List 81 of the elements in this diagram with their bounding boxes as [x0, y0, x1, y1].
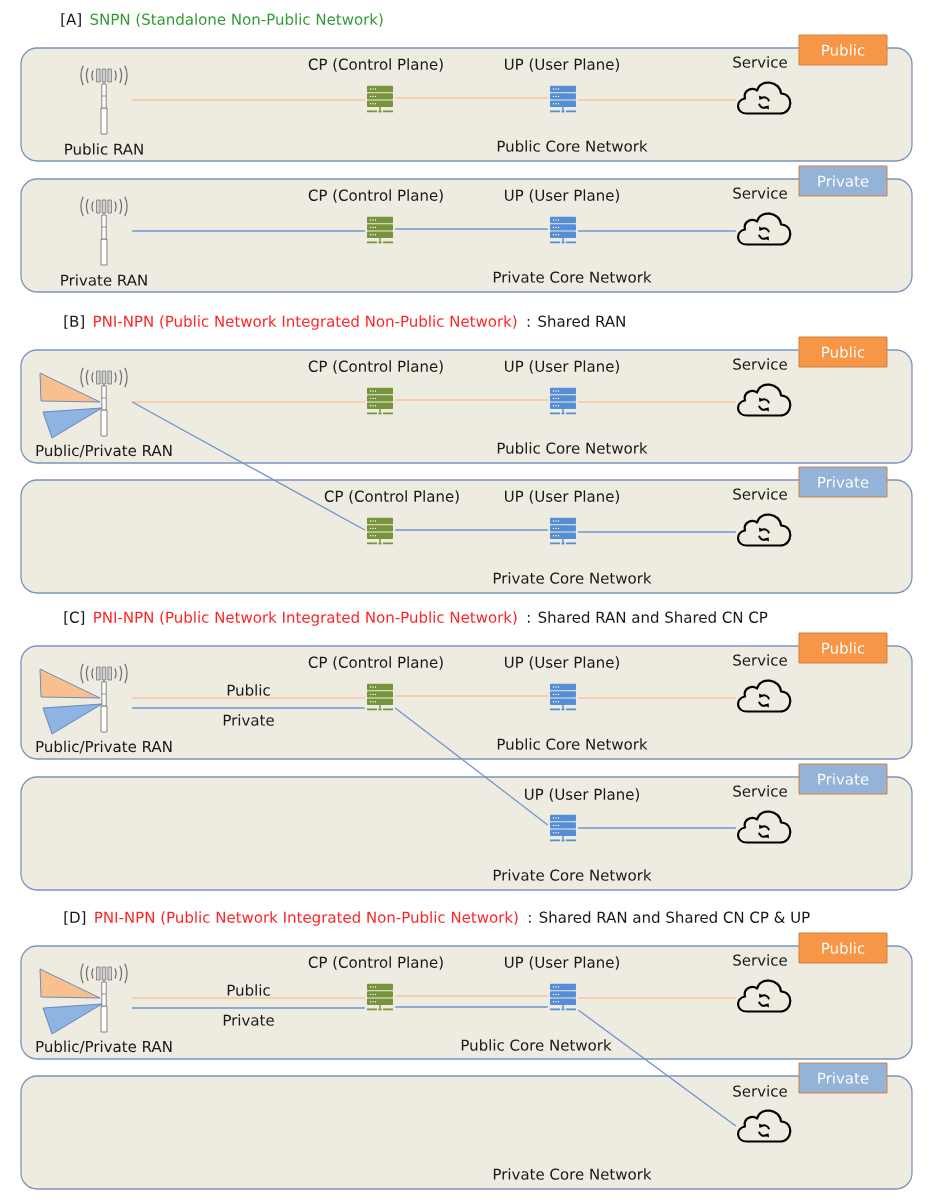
edge-label: Public [225, 683, 272, 697]
connector-line [131, 230, 366, 232]
edge-label: Public [225, 983, 272, 997]
network-tag: Public [798, 336, 888, 368]
network-label: Public Core Network [497, 738, 648, 750]
network-tag: Public [798, 34, 888, 66]
icon-caption: Service [733, 187, 787, 199]
connector-line [394, 695, 549, 697]
connector-line [394, 707, 549, 826]
network-label: Public Core Network [497, 140, 648, 152]
network-label: Private Core Network [493, 271, 652, 283]
connector-line [394, 228, 549, 230]
network-tag: Private [798, 763, 888, 795]
icon-caption: Service [733, 1085, 787, 1097]
network-label: Private Core Network [493, 869, 652, 881]
connector-line [577, 1009, 737, 1127]
icon-caption: Service [733, 358, 787, 370]
connector-line [394, 97, 549, 99]
icon-caption: Public/Private RAN [36, 1040, 172, 1054]
icon-caption: Service [733, 654, 787, 666]
network-tag: Private [798, 1062, 888, 1094]
connector-line [131, 997, 366, 999]
icon-caption: Public/Private RAN [36, 444, 172, 458]
network-label: Public Core Network [461, 1039, 612, 1051]
icon-caption: Service [733, 954, 787, 966]
connector-line [577, 401, 737, 403]
connector-line [131, 707, 366, 709]
network-label: Private Core Network [493, 1168, 652, 1180]
connector-line [577, 99, 737, 101]
connector-line [394, 1006, 549, 1008]
connector-line [577, 827, 737, 829]
section-title: PNI-NPN (Public Network Integrated Non-Public Network) [94, 315, 517, 330]
network-label: Public Core Network [497, 442, 648, 454]
network-label: Private Core Network [493, 572, 652, 584]
icon-caption: CP (Control Plane) [308, 189, 443, 203]
section-title: PNI-NPN (Public Network Integrated Non-Public Network) [95, 911, 518, 926]
network-tag: Private [798, 466, 888, 498]
icon-caption: CP (Control Plane) [308, 58, 443, 72]
icon-caption: UP (User Plane) [505, 58, 619, 72]
icon-caption: CP (Control Plane) [308, 360, 443, 374]
icon-caption: UP (User Plane) [525, 788, 639, 802]
icon-caption: Service [733, 488, 787, 500]
connector-line [131, 401, 366, 531]
icon-caption: CP (Control Plane) [308, 956, 443, 970]
icon-caption: CP (Control Plane) [308, 656, 443, 670]
section-marker: [A] [61, 13, 81, 27]
section-marker: [B] [64, 315, 84, 329]
icon-caption: UP (User Plane) [505, 490, 619, 504]
network-tag: Public [798, 932, 888, 964]
icon-caption: UP (User Plane) [505, 360, 619, 374]
connector-line [577, 697, 737, 699]
connector-line [577, 997, 737, 999]
edge-label: Private [221, 1013, 276, 1027]
icon-caption: Service [733, 56, 787, 68]
network-tag: Public [798, 632, 888, 664]
icon-caption: Private RAN [61, 274, 147, 286]
section-marker: [D] [64, 911, 86, 925]
section-subtitle: : Shared RAN and Shared CN CP & UP [529, 911, 810, 923]
icon-caption: Service [733, 785, 787, 797]
section-title: PNI-NPN (Public Network Integrated Non-Public Network) [94, 611, 517, 626]
network-tag: Private [798, 165, 888, 197]
icon-caption: UP (User Plane) [505, 189, 619, 203]
section-subtitle: : Shared RAN and Shared CN CP [528, 611, 768, 623]
connector-line [394, 399, 549, 401]
connector-line [131, 1007, 366, 1009]
connector-line [131, 401, 366, 403]
section-subtitle: : Shared RAN [527, 315, 625, 327]
icon-caption: UP (User Plane) [505, 656, 619, 670]
connector-line [577, 531, 737, 533]
icon-caption: Public/Private RAN [36, 740, 172, 754]
connector-line [131, 697, 366, 699]
edge-label: Private [221, 713, 276, 727]
connector-line [577, 230, 737, 232]
icon-caption: CP (Control Plane) [324, 490, 459, 504]
connector-line [394, 995, 549, 997]
connector-line [131, 99, 366, 101]
connector-line [394, 529, 549, 531]
section-title: SNPN (Standalone Non-Public Network) [90, 13, 383, 27]
icon-caption: Public RAN [65, 143, 143, 155]
icon-caption: UP (User Plane) [505, 956, 619, 970]
section-marker: [C] [64, 611, 85, 625]
